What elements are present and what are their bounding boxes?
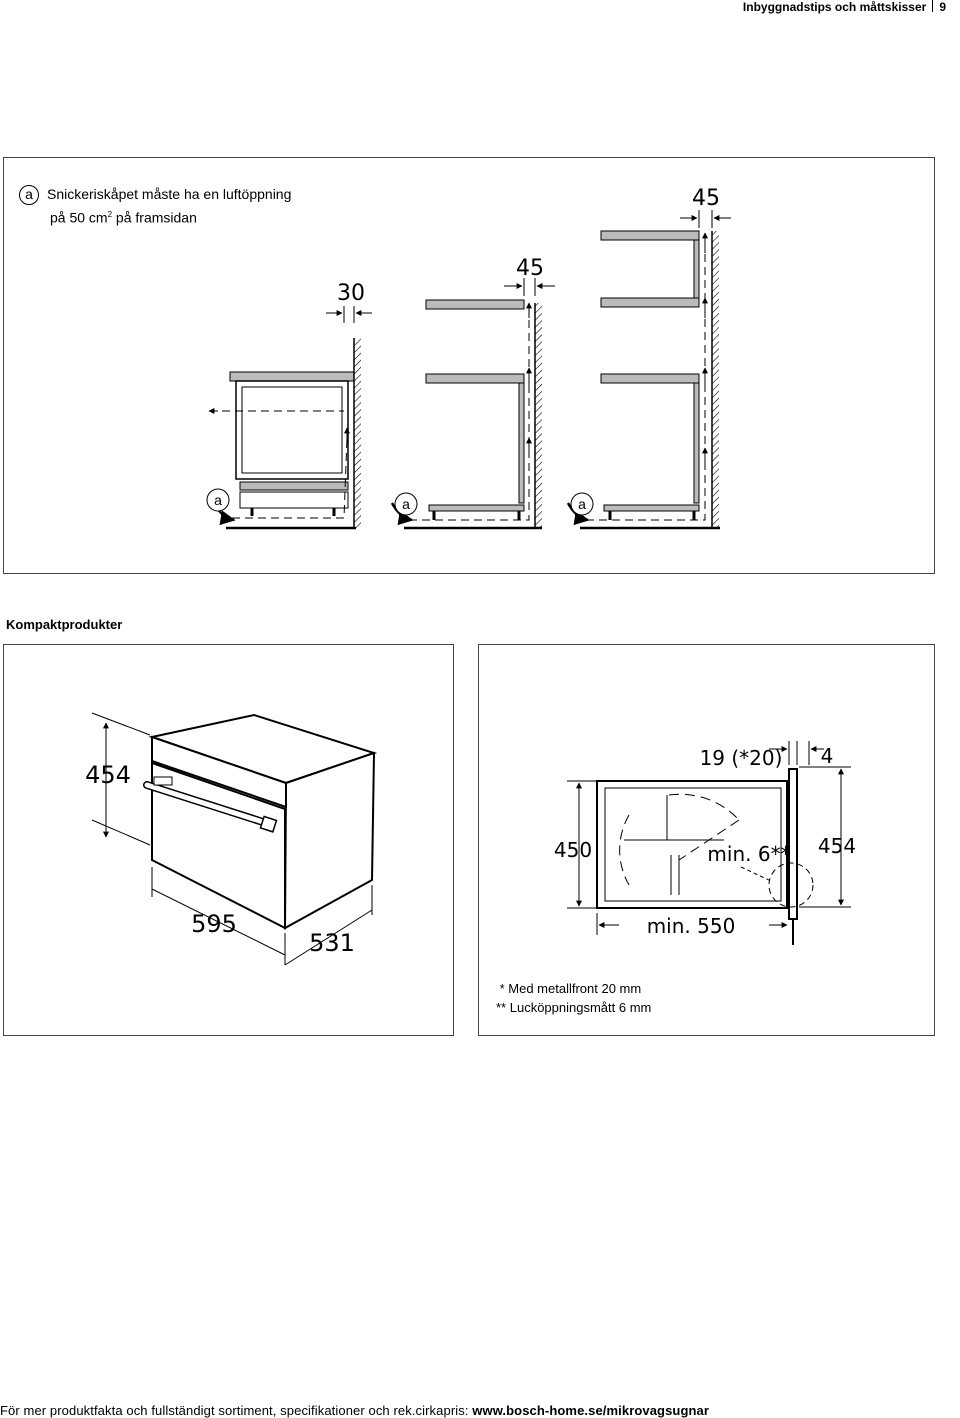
page-header: Inbyggnadstips och måttskisser 9: [743, 0, 946, 14]
dim-height-450: 450: [554, 838, 592, 862]
svg-text:a: a: [402, 496, 410, 512]
svg-text:a: a: [214, 492, 222, 508]
marker-a-badge: a: [19, 185, 39, 205]
dim-top-4: 4: [821, 744, 834, 768]
note-superscript: 2: [107, 210, 113, 219]
dim-height-454: 454: [85, 761, 131, 789]
marker-a-1: a: [206, 488, 230, 512]
diagram-tall-cabinet: [390, 278, 555, 530]
footnotes: * Med metallfront 20 mm ** Lucköppningsmå…: [496, 979, 651, 1017]
dim-45-mid: 45: [516, 256, 544, 281]
note-line-2b: på framsidan: [112, 209, 197, 226]
dim-height-454: 454: [818, 834, 856, 858]
footnote-1: * Med metallfront 20 mm: [496, 981, 642, 996]
ventilation-diagrams: 30 45 45 a a a: [206, 186, 731, 530]
diagram-undercounter: [208, 306, 372, 530]
header-divider: [932, 0, 934, 12]
footer-link[interactable]: www.bosch-home.se/mikrovagsugnar: [472, 1403, 710, 1418]
dim-45-right: 45: [692, 186, 720, 211]
dim-30: 30: [337, 281, 365, 306]
dim-depth-min550: min. 550: [647, 914, 736, 938]
page-footer: För mer produktfakta och fullständigt so…: [0, 1403, 709, 1418]
footer-text: För mer produktfakta och fullständigt so…: [0, 1403, 473, 1418]
note-line-2a: på 50 cm: [50, 209, 108, 226]
compact-oven-panel: 454 595 531: [3, 644, 454, 1036]
footnote-2: ** Lucköppningsmått 6 mm: [496, 1000, 652, 1015]
dim-width-595: 595: [191, 910, 237, 938]
compact-section-panel: 19 (*20) 4 450 454 min. 6** min. 550 * M…: [478, 644, 935, 1036]
marker-a-2: a: [394, 492, 418, 516]
dim-front-19: 19 (*20): [700, 746, 783, 770]
oven-isometric-diagram: 454 595 531: [85, 712, 378, 966]
marker-a-3: a: [570, 492, 594, 516]
section-title: Kompaktprodukter: [6, 617, 123, 632]
dim-depth-531: 531: [309, 929, 355, 957]
oven-section-diagram: 19 (*20) 4 450 454 min. 6** min. 550: [554, 741, 856, 945]
note-line-1: Snickeriskåpet måste ha en luftöppning: [47, 186, 292, 202]
header-section: Inbyggnadstips och måttskisser: [742, 0, 927, 14]
page-number: 9: [939, 0, 946, 14]
dim-gap-min6: min. 6**: [707, 842, 790, 866]
diagram-tall-cabinet-box: [566, 210, 731, 530]
svg-text:a: a: [578, 496, 586, 512]
